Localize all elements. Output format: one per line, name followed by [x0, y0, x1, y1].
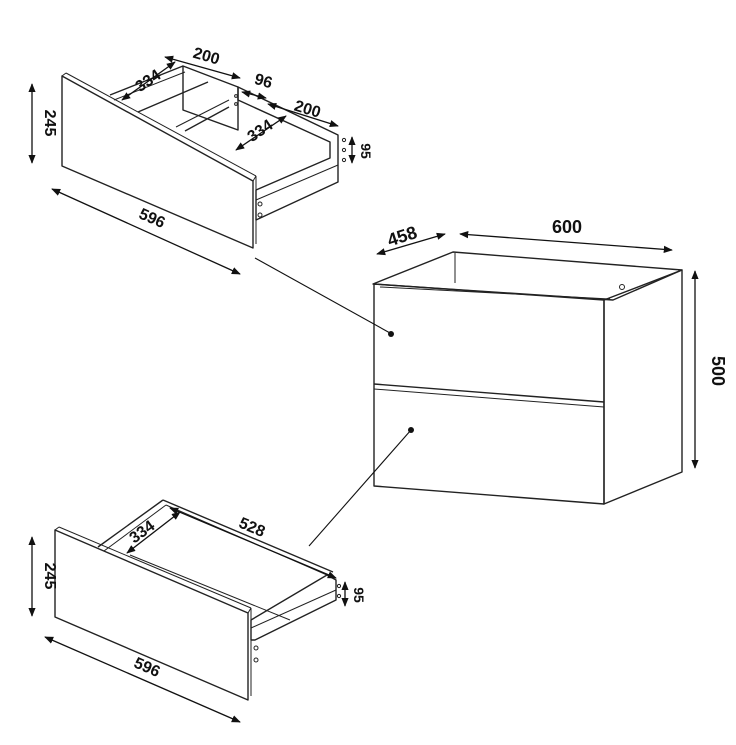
cabinet-front: [373, 283, 605, 505]
upper-left-width-label: 200: [191, 45, 221, 69]
lower-inner-depth-label: 334: [127, 518, 159, 548]
upper-height-dimension: 245: [28, 83, 58, 164]
cabinet-top-opening: [372, 251, 683, 301]
lower-side-height-label: 95: [351, 587, 367, 603]
upper-gap-dimension: 96: [241, 71, 274, 100]
upper-drawer: [61, 65, 347, 249]
upper-left-width-dimension: 200: [164, 45, 241, 80]
lower-inner-depth-dimension: 334: [126, 511, 181, 554]
drawer-split-line-2: [373, 388, 605, 408]
lower-drawer-right-side: [250, 574, 337, 641]
drawer-split-line: [373, 383, 605, 403]
lower-drawer-back: [162, 499, 334, 573]
screw-hole-icon: [341, 137, 347, 143]
screw-hole-icon: [257, 201, 263, 207]
upper-right-depth-dimension: 334: [235, 115, 287, 151]
lower-drawer-front: [54, 529, 249, 701]
lower-height-label: 245: [41, 563, 58, 590]
cabinet-height-dimension: 500: [691, 270, 728, 469]
cabinet-screw-icon: [619, 284, 625, 290]
upper-left-depth-label: 334: [133, 67, 165, 96]
screw-hole-icon: [341, 147, 347, 153]
lower-side-height-dimension: 95: [341, 581, 367, 607]
upper-side-height-dimension: 95: [348, 136, 374, 164]
upper-right-width-label: 200: [292, 98, 323, 122]
upper-side-height-label: 95: [358, 143, 374, 159]
screw-hole-icon: [257, 212, 263, 218]
cabinet: [372, 251, 683, 505]
upper-drawer-front: [61, 75, 254, 249]
upper-drawer-leader: [254, 257, 394, 337]
cabinet-width-dimension: 600: [459, 217, 673, 254]
cabinet-height-label: 500: [708, 356, 728, 386]
lower-drawer: [54, 499, 342, 701]
screw-hole-icon: [253, 657, 259, 663]
screw-hole-icon: [341, 157, 347, 163]
lower-front-width-dimension: 596: [44, 636, 241, 723]
lower-drawer-leader: [308, 427, 414, 547]
cabinet-side: [603, 269, 683, 505]
upper-height-label: 245: [41, 110, 58, 137]
cabinet-depth-dimension: 458: [376, 222, 446, 256]
upper-gap-label: 96: [252, 71, 274, 92]
upper-drawer-front-top: [65, 72, 257, 177]
screw-hole-icon: [253, 645, 259, 651]
lower-drawer-floor: [129, 554, 291, 621]
cabinet-width-label: 600: [552, 217, 582, 237]
lower-height-dimension: 245: [28, 536, 58, 617]
upper-drawer-divider-2: [184, 106, 230, 132]
cabinet-depth-label: 458: [385, 222, 420, 250]
upper-left-depth-dimension: 334: [121, 61, 176, 101]
